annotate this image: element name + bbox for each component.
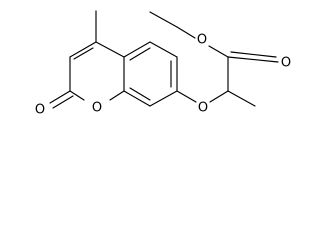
bond-c8-c8a-inner — [129, 87, 151, 101]
bond-c2-ring-o — [69, 90, 85, 101]
bond-ether-o-ch — [209, 90, 229, 103]
chemical-structure-diagram: O O O O O — [35, 10, 291, 118]
bond-c7-ether-o — [176, 90, 197, 103]
bond-c7-c8 — [149, 90, 178, 107]
bond-ch-methyl — [227, 90, 256, 107]
carbonyl-oxygen-label: O — [35, 103, 45, 118]
ester-oxygen-label: O — [197, 33, 207, 48]
bond-c2-carbonyl-o-a — [49, 90, 71, 104]
bond-carbonyl-c-ester-o — [208, 45, 229, 58]
bond-c4a-c5 — [123, 41, 151, 58]
bond-c4-c3-inner — [73, 47, 94, 60]
bond-carbonyl-c-o-b — [230, 51, 277, 58]
bond-carbonyl-c-o-a — [227, 56, 279, 63]
bond-c4-c3 — [69, 41, 97, 58]
bond-c4a-c5-inner — [129, 47, 151, 61]
bond-ring-o-c8a — [109, 90, 125, 101]
ester-carbonyl-oxygen-label: O — [281, 56, 291, 71]
bond-c2-carbonyl-o-b — [52, 95, 74, 109]
bond-ch2-ch3 — [149, 11, 178, 28]
bond-c8-c8a — [123, 90, 151, 107]
bond-c4a-c4 — [95, 41, 125, 58]
bond-c5-c6 — [149, 41, 178, 58]
bond-ester-o-ch2 — [176, 26, 196, 39]
ring-oxygen-label: O — [92, 101, 102, 116]
ether-oxygen-label: O — [198, 101, 208, 116]
